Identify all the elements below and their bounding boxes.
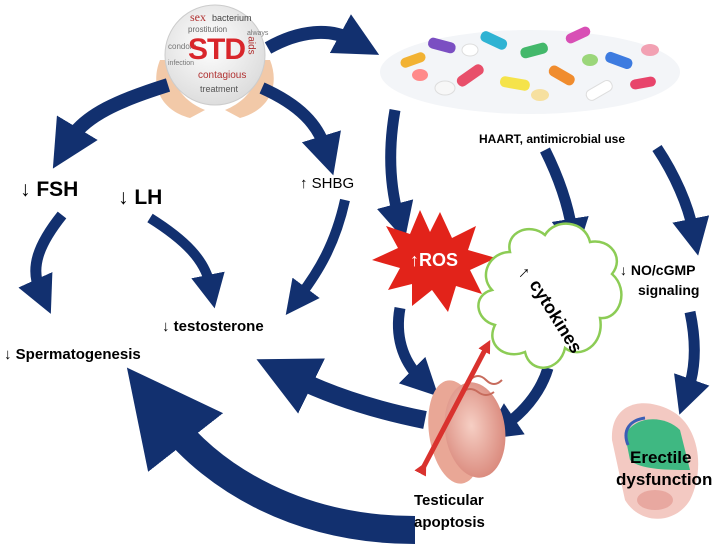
lh-label: ↓ LH [118,186,163,209]
apoptosis-arrow [414,339,491,477]
std-word-sex: sex [190,10,206,24]
std-word-prostitution: prostitution [188,25,228,34]
arrow-lh-to-testosterone [147,213,225,309]
ros-label: ↑ROS [410,250,459,270]
arrow-apoptosis-to-spermatogenesis [126,367,416,544]
std-word-aids: aids [245,36,257,55]
shbg-label: ↑ SHBG [300,175,355,192]
arrow-shbg-to-testosterone [285,198,350,316]
arrow-cytokines-to-testis [483,366,554,440]
apoptosis-label-line2: apoptosis [414,514,485,531]
testosterone-label: ↓ testosterone [162,318,264,335]
arrow-std-to-fsh [52,78,171,169]
std-word-always: always [247,30,269,37]
std-center-word: STD [188,33,246,66]
std-globe [156,4,274,118]
pills-image [380,26,680,114]
spermatogenesis-label: ↓ Spermatogenesis [4,346,141,363]
std-word-treatment: treatment [200,84,239,94]
arrow-haart-to-no-cgmp [652,144,710,256]
arrow-testis-to-testosterone [256,358,427,429]
apoptosis-label-line1: Testicular [414,492,484,509]
erectile-label-line2: dysfunction [616,470,713,489]
no-cgmp-label-line1: ↓ NO/cGMP [620,262,696,278]
arrow-std-to-shbg [259,82,341,176]
arrow-ros-to-testis [392,307,439,397]
pathway-arrows [18,14,710,544]
std-word-condom: condom [168,42,197,51]
arrow-fsh-to-spermatogenesis [18,211,67,314]
arrow-std-to-pills [264,14,380,55]
fsh-label: ↓ FSH [20,178,79,201]
cytokines-cloud [477,222,623,369]
arrow-haart-to-cytokines [540,147,589,256]
std-word-contagious: contagious [198,70,247,81]
no-cgmp-label-line2: signaling [638,282,700,298]
std-word-bacterium: bacterium [212,13,252,23]
arrow-no-cgmp-to-erectile [674,310,710,415]
arrow-pills-to-ros [377,109,414,241]
ros-burst [372,210,496,312]
haart-label: HAART, antimicrobial use [479,132,626,146]
std-word-infection: infection [168,60,195,67]
testis-illustration [428,375,506,484]
erectile-illustration [611,403,699,519]
erectile-label-line1: Erectile [630,448,692,467]
